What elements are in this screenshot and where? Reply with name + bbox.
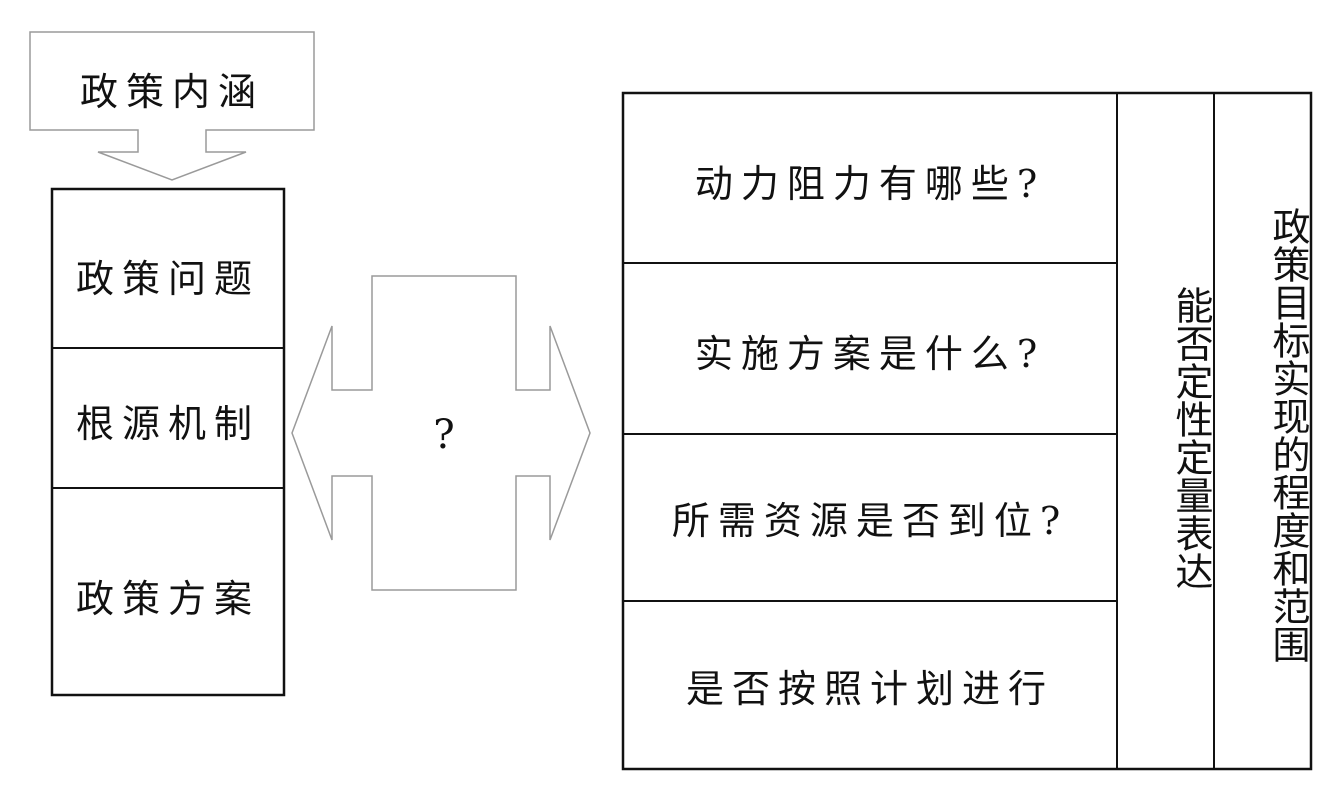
table-column-quantifiable: 能否定性定量表达: [1169, 286, 1213, 590]
table-row-implementation-plan: 实施方案是什么?: [694, 331, 1046, 376]
bidirectional-arrow-shape: [291, 275, 591, 591]
left-stack-item-policy-plan: 政策方案: [75, 576, 260, 621]
center-question-mark: ?: [433, 412, 455, 458]
left-stack-item-root-mechanism: 根源机制: [75, 401, 260, 446]
left-stack-item-policy-problem: 政策问题: [75, 256, 260, 301]
down-arrow-shape: [29, 31, 315, 181]
table-row-drivers-barriers: 动力阻力有哪些?: [694, 161, 1046, 206]
left-stack-frame: [50, 187, 286, 697]
table-row-resources-in-place: 所需资源是否到位?: [671, 498, 1069, 543]
table-column-policy-goal-scope: 政策目标实现的程度和范围: [1266, 207, 1310, 663]
policy-connotation-label: 政策内涵: [79, 69, 264, 114]
right-table-frame: [621, 91, 1313, 771]
table-row-on-schedule: 是否按照计划进行: [685, 666, 1054, 711]
